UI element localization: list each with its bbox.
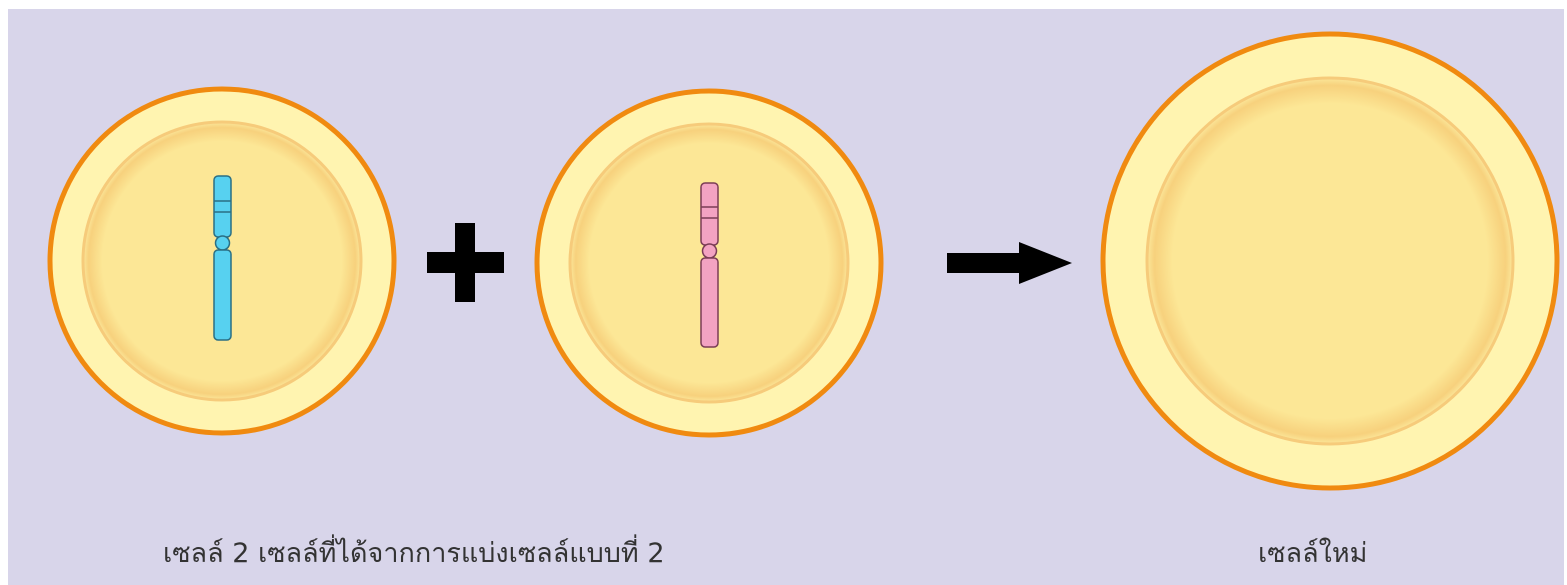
caption-new-cell: เซลล์ใหม่ (1258, 531, 1367, 574)
cell-middle (537, 91, 881, 435)
chromosome-pink (701, 183, 718, 347)
chromosome-blue (214, 176, 231, 340)
plus-icon (427, 223, 504, 302)
caption-parent-cells: เซลล์ 2 เซลล์ที่ได้จากการแบ่งเซลล์แบบที่… (163, 531, 665, 574)
arrow-right-icon (947, 242, 1072, 284)
cell-left (50, 89, 394, 433)
cell-nucleus (1147, 78, 1513, 444)
cell-new (1103, 34, 1557, 488)
